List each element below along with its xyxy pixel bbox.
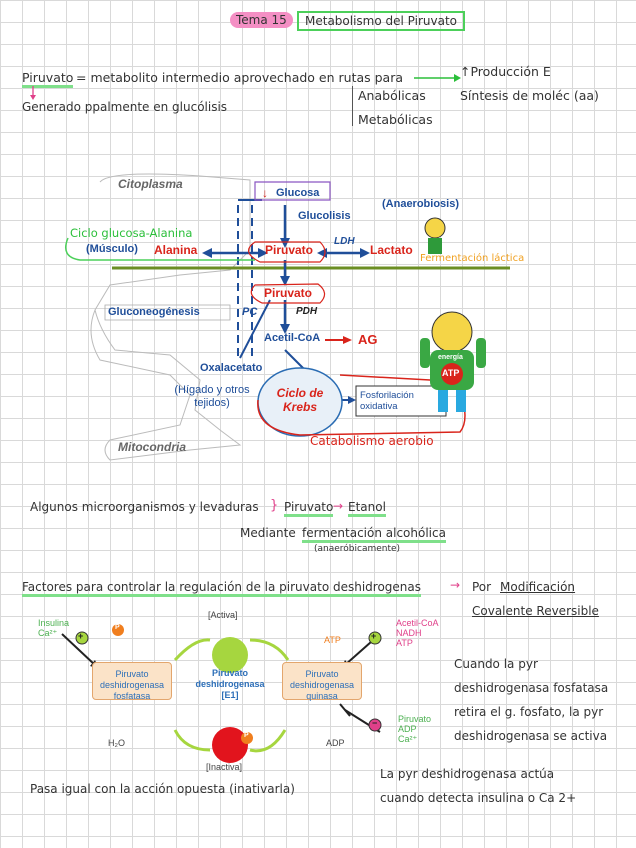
label-atp-figure: ATP (442, 368, 460, 378)
inhibitor-item: Piruvato (398, 714, 432, 724)
label-ag: AG (358, 332, 378, 347)
label-musculo: (Músculo) (86, 243, 138, 255)
brace-icon: } (270, 498, 279, 513)
label-atp-reg: ATP (324, 635, 341, 645)
label-lactato: Lactato (370, 243, 413, 257)
label-pdh: PDH (296, 306, 318, 317)
center-enzyme: Piruvato deshidrogenasa [E1] (195, 668, 265, 700)
label-activa: [Activa] (208, 610, 238, 620)
intro-definition: = metabolito intermedio aprovechado en r… (76, 70, 404, 85)
label-energia: energía (438, 354, 463, 361)
quinasa-box: Piruvato deshidrogenasa quinasa (282, 662, 362, 701)
intro-piruvato: Piruvato (22, 70, 74, 88)
label-ciclo-krebs: Ciclo de Krebs (276, 386, 324, 414)
note-line: retira el g. fosfato, la pyr (454, 705, 604, 719)
label-catabolismo: Catabolismo aerobio (310, 434, 434, 448)
phosphate-icon-bottom: P (244, 732, 249, 739)
label-acetil-coa: Acetil-CoA (264, 332, 321, 344)
note-line: deshidrogenasa se activa (454, 729, 608, 743)
page-title: Metabolismo del Piruvato (297, 11, 466, 31)
label-piruvato-citoplasma: Piruvato (265, 243, 314, 257)
arrow-factores-icon: → (450, 578, 461, 592)
plus-icon-activators: + (371, 631, 377, 641)
intro-metabolicas: Metabólicas (358, 112, 433, 127)
note-line: deshidrogenasa fosfatasa (454, 681, 609, 695)
inhibitor-item: Ca²⁺ (398, 734, 418, 744)
factores-covalente: Covalente Reversible (472, 604, 599, 618)
phosphate-icon-top: P (115, 624, 120, 631)
middle-algunos: Algunos microorganismos y levaduras (30, 500, 259, 514)
label-glucolisis: Glucolisis (298, 210, 351, 222)
middle-mediante: Mediante (240, 526, 296, 540)
plus-icon-insulina: + (78, 631, 84, 641)
label-gluconeogenesis: Gluconeogénesis (108, 306, 200, 318)
label-ciclo-glucosa-alanina: Ciclo glucosa-Alanina (70, 226, 193, 240)
label-h2o: H₂O (108, 738, 125, 748)
activator-item: Acetil-CoA (396, 618, 439, 628)
middle-etanol: Etanol (348, 500, 386, 517)
label-adp-reg: ADP (326, 738, 345, 748)
factores-modificacion: Modificación (500, 580, 576, 594)
label-inactiva: [Inactiva] (206, 762, 243, 772)
topic-badge: Tema 15 (230, 12, 293, 28)
factores-title: Factores para controlar la regulación de… (22, 580, 421, 597)
label-fosforilacion: Fosforilación oxidativa (360, 390, 414, 412)
intro-produccion: ↑Producción E (460, 64, 551, 79)
label-mitocondria: Mitocondria (118, 440, 186, 454)
minus-icon: − (372, 718, 378, 728)
middle-piruvato: Piruvato (284, 500, 334, 517)
inhibitor-item: ADP (398, 724, 417, 734)
arrow-right-icon (414, 74, 461, 82)
fosfatasa-box: Piruvato deshidrogenasa fosfatasa (92, 662, 172, 701)
label-citoplasma: Citoplasma (118, 177, 183, 191)
label-ca-activator: Ca²⁺ (38, 628, 58, 638)
arrow-down-icon (30, 86, 36, 100)
label-glucosa: Glucosa (276, 187, 320, 199)
note-line: La pyr deshidrogenasa actúa (380, 767, 555, 781)
note-pasa: Pasa igual con la acción opuesta (inativ… (30, 782, 295, 796)
label-oxalacetato: Oxalacetato (200, 362, 263, 374)
bracket-line (352, 86, 353, 126)
metabolism-diagram (65, 173, 510, 461)
label-alanina: Alanina (154, 243, 198, 257)
regulation-diagram (61, 624, 382, 763)
activators-list: Acetil-CoA NADH ATP (396, 618, 439, 648)
label-anaerobiosis: (Anaerobiosis) (382, 198, 460, 210)
middle-fermentacion: fermentación alcohólica (302, 526, 446, 543)
factores-por: Por (472, 580, 492, 594)
intro-anabolicas: Anabólicas (358, 88, 426, 103)
arrow-down-small-icon: ↓ (262, 186, 268, 200)
activator-item: ATP (396, 638, 413, 648)
note-line: cuando detecta insulina o Ca 2+ (380, 791, 577, 805)
note-actua: La pyr deshidrogenasa actúa cuando detec… (380, 762, 576, 810)
note-line: Cuando la pyr (454, 657, 538, 671)
inhibitors-list: Piruvato ADP Ca²⁺ (398, 714, 431, 744)
label-fermentacion-lactica: Fermentación láctica (420, 253, 525, 264)
label-ldh: LDH (334, 236, 355, 247)
label-insulina: Insulina (38, 618, 70, 628)
label-piruvato-mitocondria: Piruvato (264, 286, 313, 300)
note-cuando: Cuando la pyr deshidrogenasa fosfatasa r… (454, 652, 608, 748)
activator-item: NADH (396, 628, 422, 638)
label-pc: PC (242, 306, 258, 318)
arrow-etanol-icon: → (333, 499, 344, 513)
intro-sintesis: Síntesis de moléc (aa) (460, 88, 599, 103)
middle-anaerobicamente: (anaeróbicamente) (314, 544, 401, 554)
intro-generado: Generado ppalmente en glucólisis (22, 100, 228, 114)
label-higado: (Hígado y otros tejidos) (174, 384, 250, 409)
